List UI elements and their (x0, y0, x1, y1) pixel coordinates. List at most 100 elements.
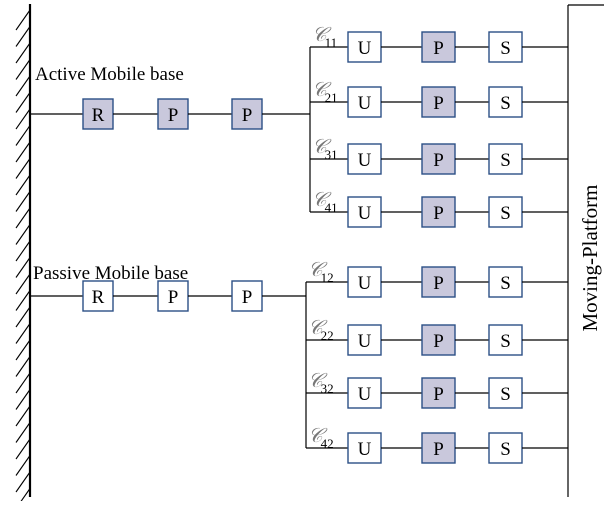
joint-label: P (242, 105, 253, 126)
joint-label: P (433, 38, 444, 59)
moving-platform: Moving-Platform (567, 4, 604, 497)
chain-label: 𝒞41 (312, 187, 338, 215)
joint-label: U (358, 331, 372, 352)
chain-index: 11 (325, 35, 338, 50)
hatch-line (15, 75, 31, 97)
chain-label: 𝒞11 (312, 22, 337, 50)
limb-joint-u: U (347, 86, 382, 118)
limb-joint-s: S (488, 432, 523, 464)
hatch-line (15, 26, 31, 47)
joint-box (157, 280, 189, 312)
chain-index: 21 (325, 90, 338, 105)
hatch-line (15, 422, 31, 443)
joint-box (82, 280, 114, 312)
joint-label: U (358, 384, 372, 405)
joint-box (347, 266, 382, 298)
base-joint-p: P (231, 98, 263, 130)
limb-joint-u: U (347, 31, 382, 63)
joint-box (347, 324, 382, 356)
hatch-line (15, 174, 31, 196)
joint-label: U (358, 93, 372, 114)
joint-box (488, 377, 523, 409)
hatch-line (15, 356, 31, 377)
joint-label: S (500, 38, 511, 59)
joint-box (488, 196, 523, 228)
hatch-line (15, 191, 31, 212)
base-label: Active Mobile base (35, 64, 184, 85)
hatch-line (15, 471, 31, 493)
chain-label: 𝒞12 (308, 257, 334, 285)
hatch-line (15, 207, 31, 229)
joint-label: P (433, 273, 444, 294)
base-joint-p: P (157, 280, 189, 312)
limb-joint-p: P (421, 31, 456, 63)
limb-joint-s: S (488, 266, 523, 298)
hatch-line (15, 158, 31, 179)
limb-joint-u: U (347, 377, 382, 409)
joint-box (347, 143, 382, 175)
hatch-line (15, 438, 31, 460)
base-joint-r: R (82, 98, 114, 130)
hatch-line (15, 125, 31, 146)
joint-label: P (433, 93, 444, 114)
chain-index: 12 (321, 270, 334, 285)
chain-label: 𝒞31 (312, 134, 338, 162)
limb-joint-u: U (347, 196, 382, 228)
hatch-line (15, 257, 31, 278)
joint-box (488, 324, 523, 356)
hatch-line (15, 273, 31, 295)
hatch-line (15, 9, 31, 31)
limb-joint-u: U (347, 324, 382, 356)
limb-joint-u: U (347, 432, 382, 464)
joint-label: P (433, 150, 444, 171)
chain-label: 𝒞22 (308, 315, 334, 343)
chain-label: 𝒞32 (308, 368, 334, 396)
joint-label: U (358, 273, 372, 294)
joint-label: S (500, 331, 511, 352)
joint-label: P (242, 287, 253, 308)
joint-box (347, 196, 382, 228)
hatch-line (15, 372, 31, 394)
joint-label: S (500, 150, 511, 171)
joint-label: P (433, 331, 444, 352)
hatch-line (15, 290, 31, 311)
joint-label: P (168, 105, 179, 126)
joint-label: P (433, 203, 444, 224)
hatch-line (15, 108, 31, 130)
joint-box (421, 377, 456, 409)
hatch-line (15, 339, 31, 361)
base-joint-r: R (82, 280, 114, 312)
joint-box (421, 86, 456, 118)
joint-box (82, 98, 114, 130)
joint-box (488, 143, 523, 175)
joint-label: P (168, 287, 179, 308)
hatch-line (15, 141, 31, 163)
limb-joint-s: S (488, 31, 523, 63)
chain-index: 22 (321, 328, 334, 343)
base-label: Passive Mobile base (33, 263, 188, 284)
base-joint-p: P (231, 280, 263, 312)
hatch-line (15, 42, 31, 64)
platform-label: Moving-Platform (578, 185, 602, 332)
limb-joint-s: S (488, 86, 523, 118)
chain-index: 31 (325, 147, 338, 162)
limb-joint-s: S (488, 377, 523, 409)
limb-joint-p: P (421, 432, 456, 464)
chain-label: 𝒞42 (308, 423, 334, 451)
hatch-line (15, 92, 31, 113)
chain-label: 𝒞21 (312, 77, 338, 105)
joint-box (488, 432, 523, 464)
hatch-line (15, 306, 31, 328)
hatch-line (15, 455, 31, 476)
joint-box (421, 432, 456, 464)
joint-label: S (500, 273, 511, 294)
